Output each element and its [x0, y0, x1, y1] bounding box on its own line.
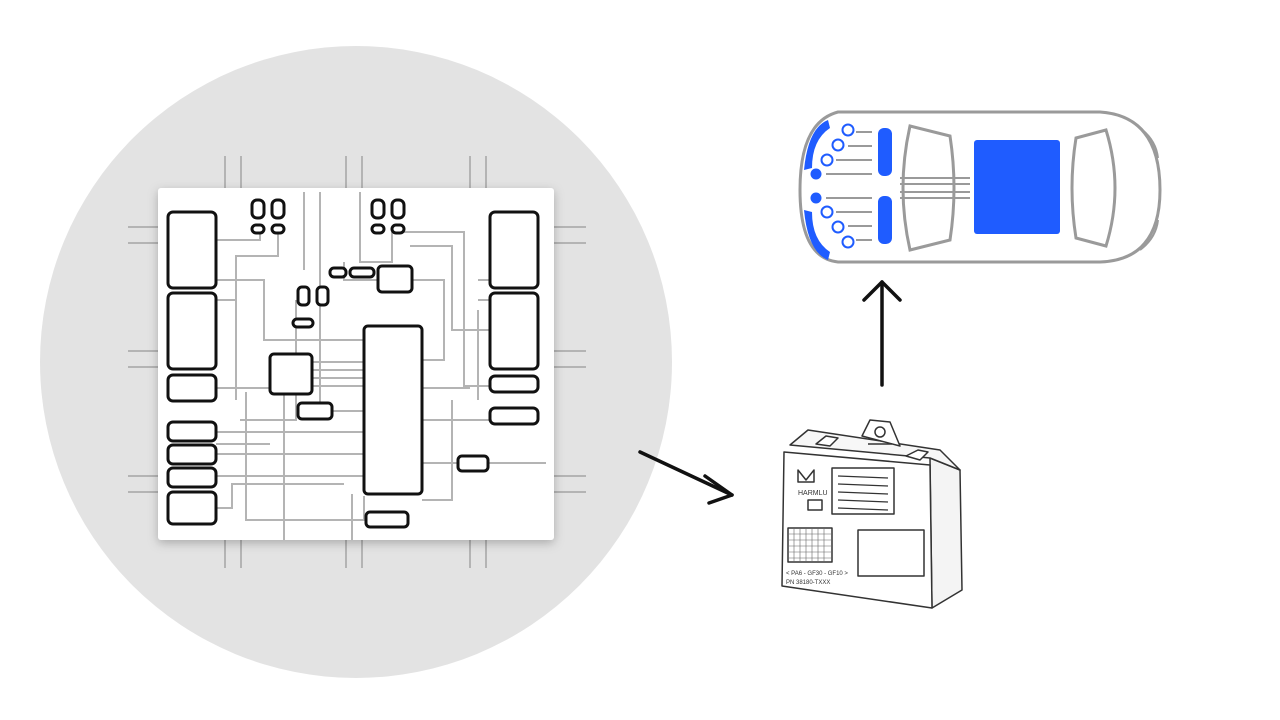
car-front-lamp-top: [804, 120, 830, 170]
chip-square: [268, 352, 314, 396]
module-part-line-1: < PA6 - GF30 - GF10 >: [786, 571, 848, 577]
car-rear-window: [1070, 128, 1117, 248]
chip-left-4: [166, 420, 218, 443]
main-processor: [362, 324, 424, 496]
chip-left-2: [166, 291, 218, 371]
car-top-view-icon: [798, 110, 1162, 264]
car-zone-front-top: [878, 128, 892, 176]
board-substrate: [158, 188, 554, 540]
car-sensor-dots: [820, 123, 855, 249]
chip-right-2: [488, 291, 540, 371]
board-traces: [216, 192, 546, 540]
chip-left-3: [166, 373, 218, 403]
car-zone-cabin: [974, 140, 1060, 234]
module-part-line-2: PN 38180-TXXX: [786, 580, 830, 586]
chip-right-1: [488, 210, 540, 290]
chip-left-5: [166, 443, 218, 466]
arrow-up-icon: [862, 280, 902, 387]
control-module-icon: [781, 419, 963, 609]
chip-right-4: [488, 406, 540, 426]
car-front-lamp-bottom: [804, 210, 830, 260]
chip-left-1: [166, 210, 218, 290]
car-zone-front-bottom: [878, 196, 892, 244]
arrow-icon: [638, 450, 734, 505]
board-components: [166, 198, 540, 529]
board-pins: [128, 156, 586, 568]
chip-left-7: [166, 490, 218, 526]
chip-left-6: [166, 466, 218, 489]
module-brand-text: HARMLU: [798, 490, 828, 497]
circuit-board-icon: [128, 156, 586, 568]
chip-right-3: [488, 374, 540, 394]
car-windshield: [901, 124, 956, 252]
